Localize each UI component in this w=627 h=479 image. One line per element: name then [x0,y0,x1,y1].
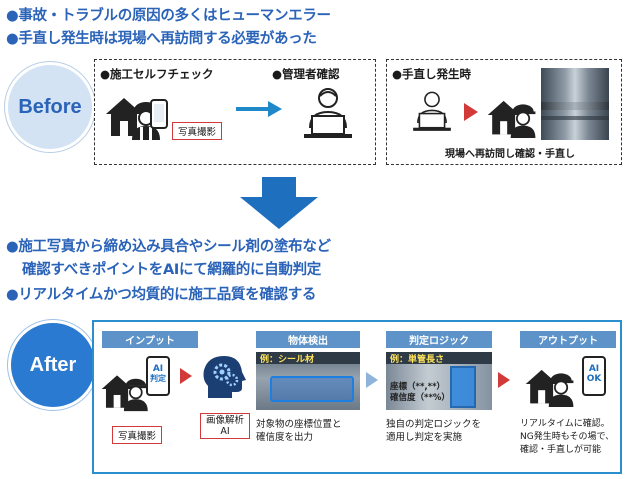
output-description: リアルタイムに確認。 NG発生時もその場で、 確認・手直しが可能 [520,418,614,457]
phone-ok-label-1: AI [588,364,600,374]
smartphone-icon [150,99,168,129]
photo-label-before: 写真撮影 [172,122,223,140]
output-desc-line-3: 確認・手直しが可能 [520,445,602,455]
rework-title: ●手直し発生時 [392,67,472,81]
after-bullet-3: ●リアルタイムかつ均質的に施工品質を確認する [6,287,317,303]
image-analysis-line-1: 画像解析 [206,415,245,426]
detection-description: 対象物の座標位置と 確信度を出力 [256,418,342,444]
step-output-tab: アウトプット [520,331,616,348]
logic-photo: 例：単管長さ 座標（**,**） 確信度（**%） [386,352,492,410]
arrow-down-icon [240,177,318,229]
phone-ai-judge: AI 判定 [146,356,170,396]
play-triangle-icon-logic [498,372,510,388]
logic-confidence-text: 確信度（**%） [390,393,450,403]
manager-laptop-icon [304,88,352,138]
worker-house-icon-rework [487,100,536,138]
image-analysis-line-2: AI [220,426,230,437]
pipe-photo [541,68,609,140]
after-bullet-2: 確認すべきポイントをAIにて網羅的に自動判定 [22,262,322,278]
play-triangle-icon-detect [366,372,378,388]
before-bullet-2: ●手直し発生時は現場へ再訪問する必要があった [6,31,317,47]
before-badge: Before [5,62,95,152]
self-check-title: ●施工セルフチェック [100,67,214,81]
image-analysis-label: 画像解析 AI [200,413,251,439]
detection-photo: 例：シール材 [256,352,360,410]
logic-description: 独自の判定ロジックを 適用し判定を実施 [386,418,481,444]
detection-desc-line-1: 対象物の座標位置と [256,419,342,430]
play-triangle-icon-input [180,368,192,384]
step-detection-tab: 物体検出 [256,331,360,348]
after-bullet-1: ●施工写真から締め込み具合やシール剤の塗布など [6,239,331,255]
detection-desc-line-2: 確信度を出力 [256,432,314,443]
step-input-tab: インプット [102,331,198,348]
output-desc-line-1: リアルタイムに確認。 [520,419,610,429]
before-bullet-1: ●事故・トラブルの原因の多くはヒューマンエラー [6,8,331,24]
phone-ai-label-2: 判定 [150,374,166,383]
phone-ai-ok: AI OK [582,356,606,396]
phone-ok-label-2: OK [586,374,602,384]
worker-house-icon [106,98,160,140]
step-logic-tab: 判定ロジック [386,331,492,348]
arrow-right-icon [236,101,282,117]
revisit-caption: 現場へ再訪問し確認・手直し [445,149,575,160]
logic-desc-line-1: 独自の判定ロジックを [386,419,482,430]
logic-photo-tag: 例：単管長さ [390,355,445,365]
phone-ai-label-1: AI [152,364,164,374]
logic-desc-line-2: 適用し判定を実施 [386,432,463,443]
worker-house-icon-input [101,375,148,412]
logic-coord-text: 座標（**,**） [390,382,446,392]
play-triangle-icon [464,103,478,121]
after-badge: After [8,320,98,410]
output-desc-line-2: NG発生時もその場で、 [520,432,615,442]
logic-photo-text: 座標（**,**） 確信度（**%） [390,382,450,404]
detection-photo-tag: 例：シール材 [260,355,315,365]
worker-house-icon-output [525,369,574,407]
manager-laptop-icon-small [413,91,451,131]
photo-label-after: 写真撮影 [112,426,163,444]
manager-title: ●管理者確認 [272,67,340,81]
ai-head-gear-icon [203,356,246,398]
